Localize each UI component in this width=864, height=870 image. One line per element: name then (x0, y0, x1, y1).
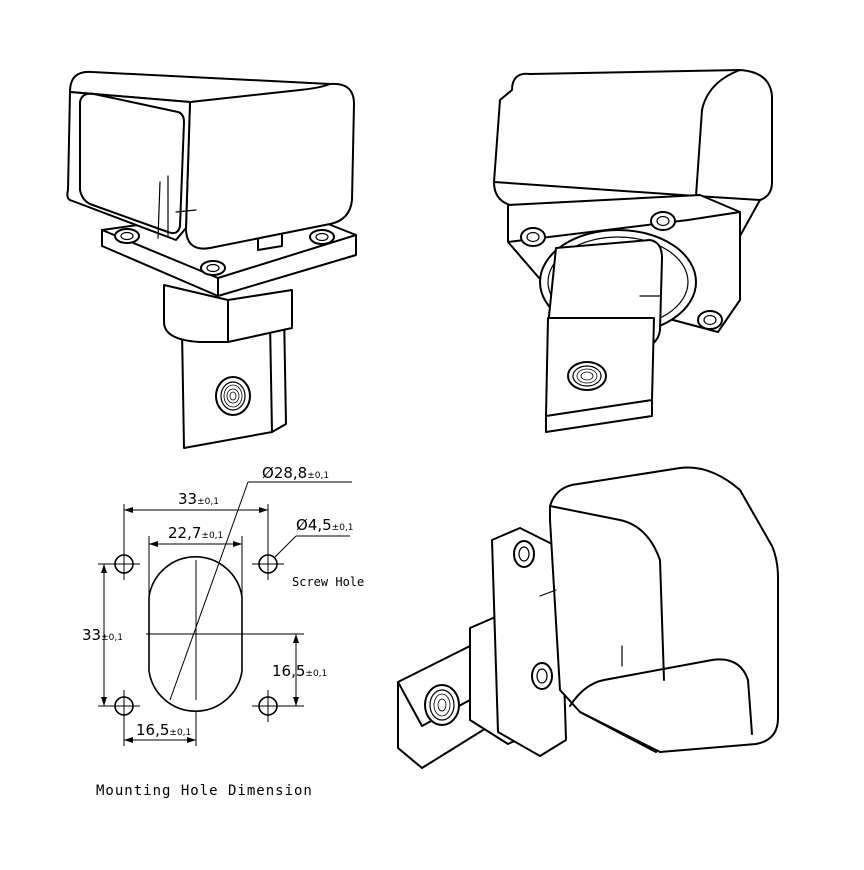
connector-view-front (66, 70, 357, 449)
drawing-caption: Mounting Hole Dimension (96, 783, 313, 799)
connector-view-rear (493, 69, 773, 433)
dim-diameter-28-8: Ø28,8±0,1 (262, 464, 329, 482)
screw-hole-label: Screw Hole (292, 575, 364, 589)
screw-hole-top-left (108, 548, 140, 580)
dim-width-22-7: 22,7±0,1 (168, 524, 223, 542)
screw-hole-top-right (252, 548, 284, 580)
dim-diameter-4-5: Ø4,5±0,1 (296, 516, 354, 534)
mounting-hole-drawing: Ø28,8±0,1 33±0,1 22,7±0,1 Ø4,5±0,1 Screw… (82, 464, 364, 799)
dim-half-height-16-5: 16,5±0,1 (272, 662, 327, 680)
connector-view-side (397, 466, 779, 769)
screw-hole-bottom-right (252, 690, 284, 722)
dim-half-width-16-5: 16,5±0,1 (136, 721, 191, 739)
dim-height-33: 33±0,1 (82, 626, 123, 644)
screw-hole-bottom-left (108, 690, 140, 722)
dim-width-33: 33±0,1 (178, 490, 219, 508)
